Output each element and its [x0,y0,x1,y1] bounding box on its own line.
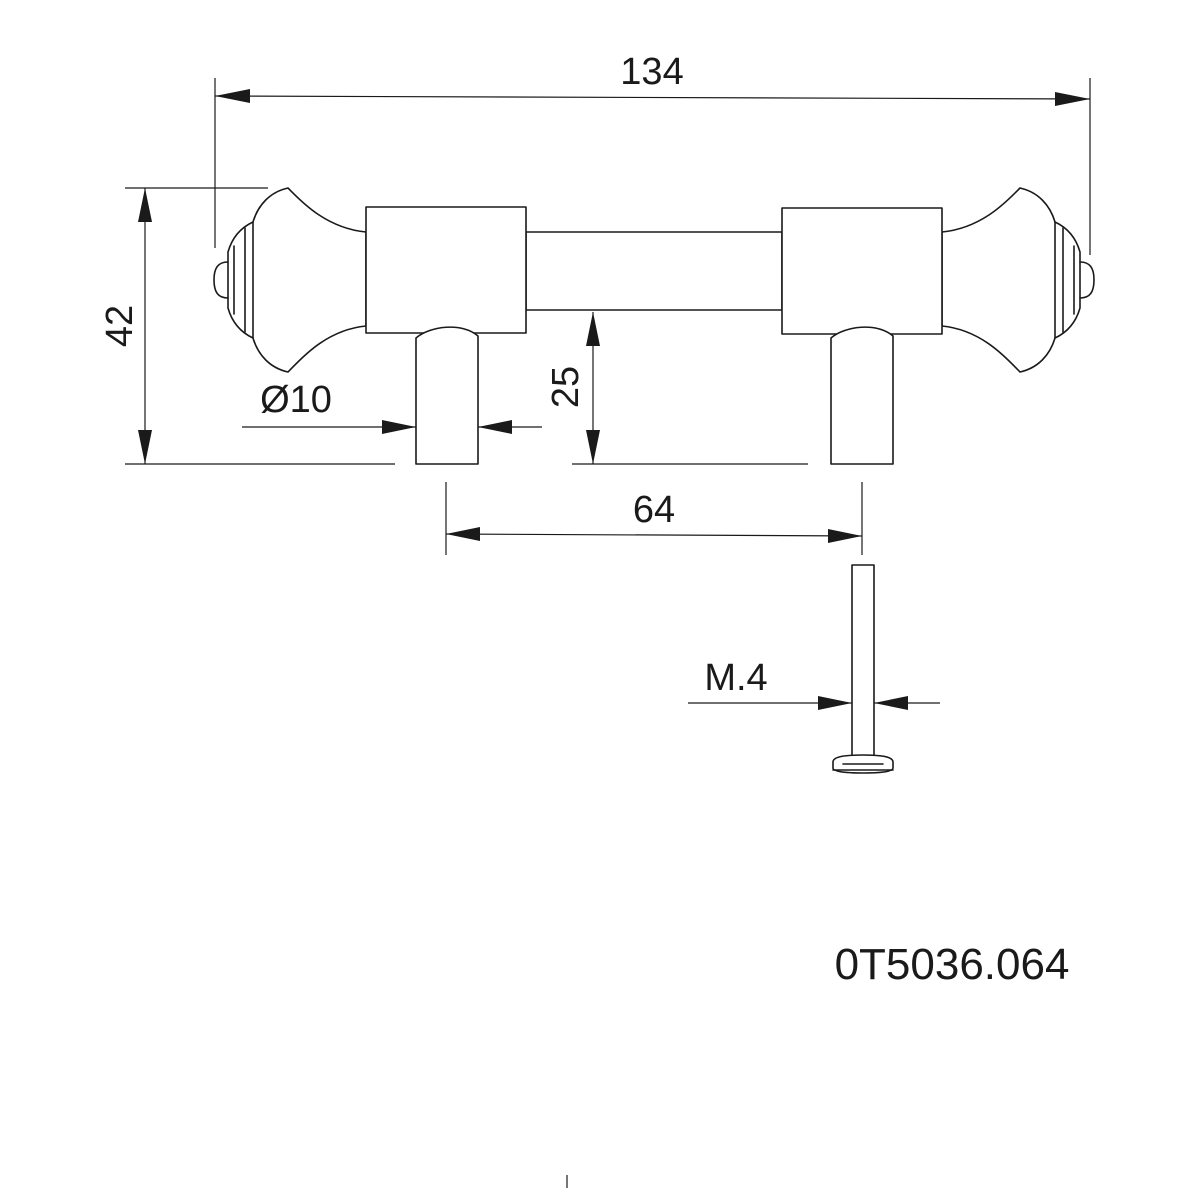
dimension-height: 42 [99,187,395,465]
dimension-label-screw-thread: M.4 [704,657,767,699]
handle-drawing [213,187,1095,465]
dimension-hole-spacing: 64 [445,482,863,555]
dimension-label-diameter: Ø10 [260,379,332,421]
dimension-diameter: Ø10 [242,379,542,434]
dimension-overall-length: 134 [214,51,1091,255]
right-mounting-block [781,207,943,335]
dimension-projection: 25 [545,312,808,465]
dimension-label-projection: 25 [545,366,587,408]
left-leg [415,326,479,465]
dimension-screw-thread: M.4 [688,657,940,710]
left-end-cap [213,187,367,373]
left-mounting-block [365,206,527,334]
mounting-screw [832,564,894,774]
dimension-label-height: 42 [99,305,141,347]
dimension-label-hole-spacing: 64 [633,489,675,531]
handle-bar [525,231,783,311]
right-end-cap [941,187,1095,373]
product-code: 0T5036.064 [835,940,1070,989]
right-leg [830,326,894,465]
dimension-label-overall-length: 134 [620,51,683,93]
